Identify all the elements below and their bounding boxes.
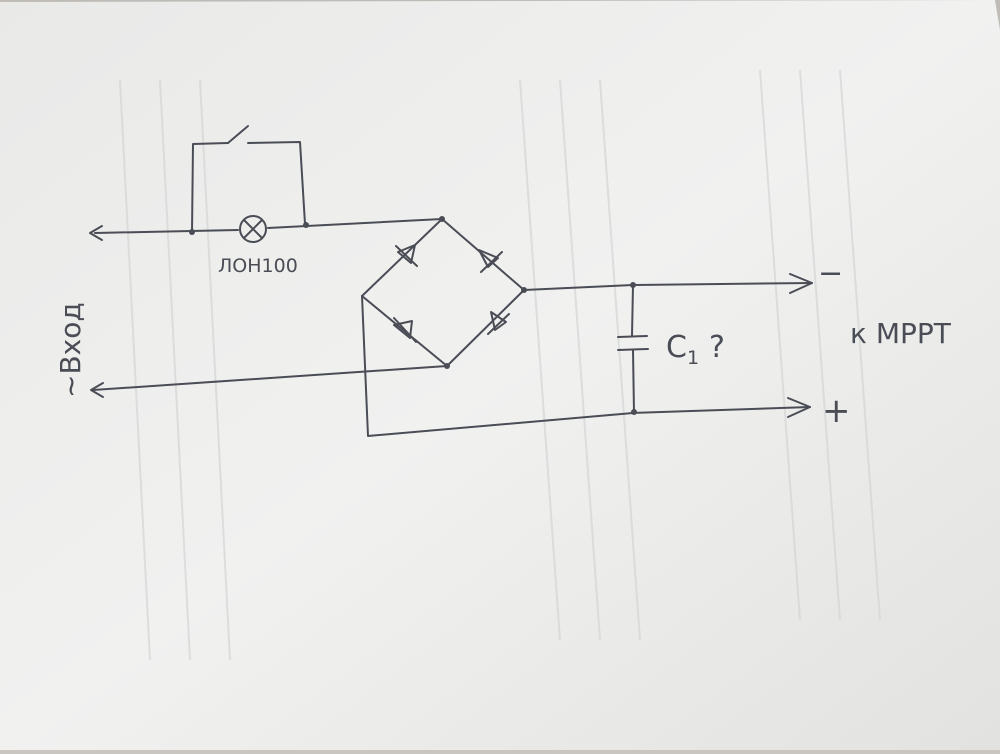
diode-bottom-left <box>393 317 417 343</box>
arrow-input-top <box>89 225 103 241</box>
bridge-bottom-right <box>446 289 525 367</box>
diode-top-left <box>395 244 418 267</box>
wire-lamp-to-bridge <box>267 218 443 229</box>
minus-label: − <box>818 256 843 291</box>
junction-cap-bottom <box>631 409 637 415</box>
junction-cap-top <box>630 282 636 288</box>
show-through-text <box>119 69 881 661</box>
capacitor-label-main: C <box>666 330 687 365</box>
capacitor-lead-bottom <box>632 349 635 414</box>
junctions <box>189 216 637 415</box>
junction-bridge-bottom <box>444 363 450 369</box>
junction-bridge-right <box>521 287 527 293</box>
wire-input-bottom <box>92 365 448 391</box>
junction-bridge-top <box>439 216 445 222</box>
arrow-output-minus <box>789 273 813 294</box>
wire-input-top <box>94 229 239 234</box>
wire-output-plus-right <box>632 406 811 414</box>
lamp-cross <box>243 219 263 239</box>
input-label: ~Вход <box>54 302 87 398</box>
lamp-symbol <box>239 215 267 243</box>
diode-top-right <box>478 249 503 273</box>
switch-loop-right <box>247 141 306 225</box>
diode-bottom-right <box>487 311 510 335</box>
output-label: к MPPT <box>850 317 952 350</box>
bridge-bottom-left <box>361 295 448 367</box>
plus-label: + <box>822 391 851 431</box>
switch-loop-left <box>191 142 229 233</box>
arrow-output-plus <box>787 397 811 418</box>
capacitor-label-question: ? <box>709 330 725 365</box>
switch-contact <box>227 125 249 144</box>
junction-switch-left <box>189 229 195 235</box>
capacitor-label-subscript: 1 <box>687 347 699 369</box>
lamp-label: ЛОН100 <box>218 255 298 277</box>
arrow-input-bottom <box>90 382 104 398</box>
wire-output-plus-left <box>361 295 634 437</box>
bridge-top-left <box>361 218 443 297</box>
capacitor-label: C1? <box>666 330 725 369</box>
capacitor-lead-top <box>631 284 634 337</box>
capacitor-plate-top <box>617 335 648 338</box>
junction-switch-right <box>303 222 309 228</box>
bridge-top-right <box>441 218 525 291</box>
